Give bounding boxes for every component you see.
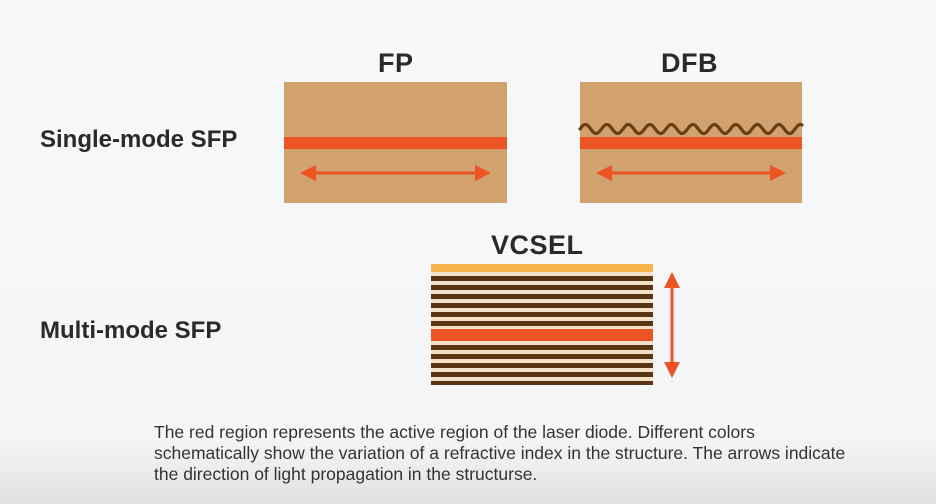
vcsel-light-layer (431, 281, 653, 285)
dfb-grating-and-arrow (578, 122, 804, 181)
vcsel-light-layer (431, 317, 653, 321)
fp-arrow-icon (300, 165, 491, 181)
single-mode-sfp-label: Single-mode SFP (40, 126, 238, 153)
vcsel-dark-layer (431, 381, 653, 385)
vcsel-dark-layer (431, 312, 653, 317)
vcsel-dark-layer (431, 276, 653, 281)
dfb-grating-wave (578, 122, 804, 136)
vcsel-dark-layer (431, 354, 653, 359)
vcsel-dark-layer (431, 345, 653, 350)
vcsel-dark-layer (431, 363, 653, 368)
vcsel-light-layer (431, 308, 653, 312)
vcsel-dark-layer (431, 321, 653, 326)
dfb-title: DFB (661, 48, 718, 78)
fp-laser-structure (284, 82, 507, 203)
vcsel-dark-layer (431, 372, 653, 377)
vcsel-light-layer (431, 272, 653, 276)
vcsel-light-layer (431, 359, 653, 363)
vcsel-active-region (431, 329, 653, 341)
vcsel-arrow-icon (664, 272, 680, 378)
vcsel-light-layer (431, 341, 653, 345)
vcsel-light-layer (431, 377, 653, 381)
vcsel-light-layer (431, 326, 653, 329)
vcsel-title: VCSEL (491, 230, 584, 260)
vcsel-light-layer (431, 350, 653, 354)
vcsel-dark-layer (431, 303, 653, 308)
dfb-active-region (580, 137, 802, 149)
vcsel-dark-layer (431, 285, 653, 290)
vcsel-light-layer (431, 299, 653, 303)
vcsel-light-layer (431, 290, 653, 294)
vcsel-dark-layer (431, 294, 653, 299)
multi-mode-sfp-label: Multi-mode SFP (40, 317, 222, 344)
vcsel-top-contact-layer (431, 264, 653, 272)
vcsel-light-layer (431, 368, 653, 372)
dfb-arrow-icon (596, 165, 786, 181)
fp-title: FP (378, 48, 414, 78)
vcsel-layer-stack (431, 264, 653, 385)
dfb-laser-structure (578, 82, 804, 203)
figure-caption: The red region represents the active reg… (154, 422, 846, 484)
fp-active-region (284, 137, 507, 149)
